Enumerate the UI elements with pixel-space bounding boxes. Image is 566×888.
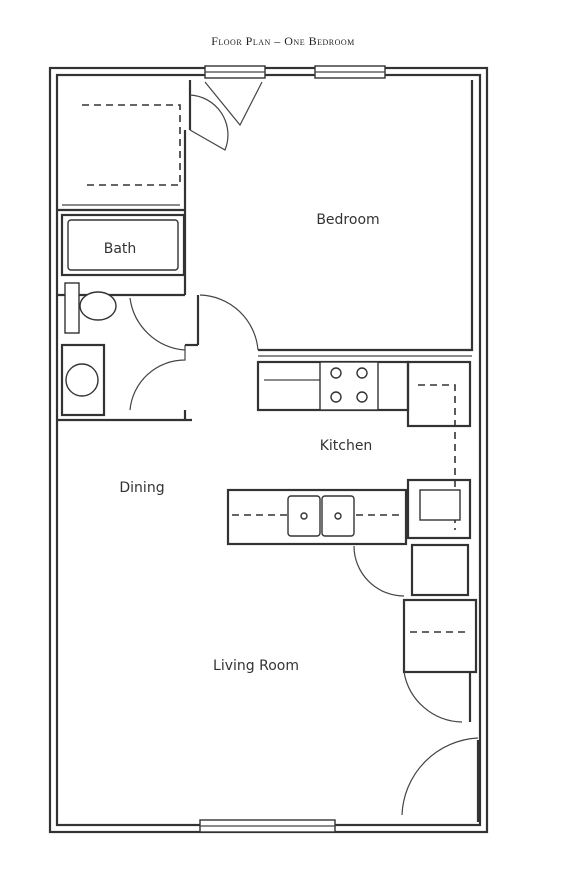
living-room-label: Living Room — [213, 658, 299, 674]
window-bottom — [199, 819, 336, 833]
kitchen-label: Kitchen — [320, 438, 373, 454]
entry-door — [401, 737, 480, 822]
bath-area — [57, 213, 259, 422]
bedroom-closet-door — [188, 80, 263, 151]
dining-label: Dining — [119, 480, 164, 496]
window-top — [204, 65, 386, 79]
bedroom-label: Bedroom — [316, 212, 379, 228]
plan-title: Floor Plan – One Bedroom — [211, 34, 355, 48]
bath-label: Bath — [104, 241, 137, 257]
bedroom-closet — [57, 104, 187, 212]
kitchen-counter-upper — [256, 360, 410, 412]
outer-walls — [48, 66, 489, 834]
kitchen-counter-lower — [226, 488, 408, 597]
kitchen-right-units — [402, 360, 478, 723]
